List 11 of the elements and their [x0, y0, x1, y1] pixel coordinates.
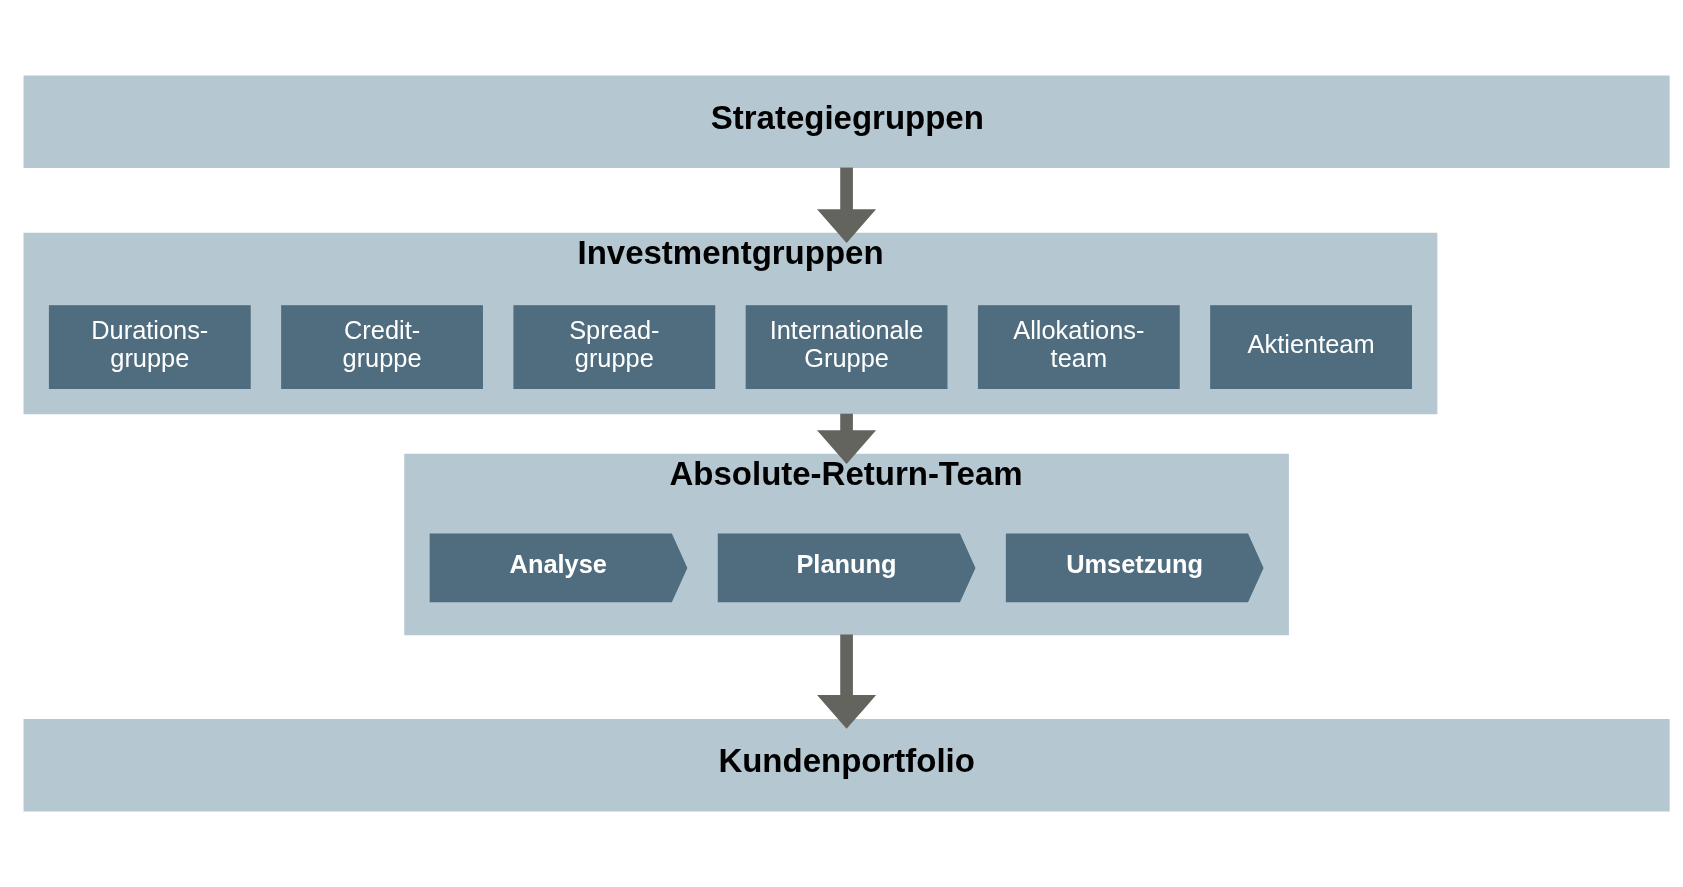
node-box: Spread- gruppe [513, 305, 716, 389]
node-box: Credit- gruppe [281, 305, 483, 389]
arrow [817, 634, 877, 729]
arrow [817, 413, 877, 464]
node-box: Internationale Gruppe [745, 305, 948, 389]
node-box: Aktienteam [1210, 305, 1412, 389]
node-box: Kundenportfolio [23, 718, 1670, 812]
node-box: Strategiegruppen [23, 75, 1670, 169]
node-box: Durations- gruppe [48, 305, 251, 389]
arrow [817, 167, 877, 244]
node-box: Allokations- team [977, 305, 1180, 389]
